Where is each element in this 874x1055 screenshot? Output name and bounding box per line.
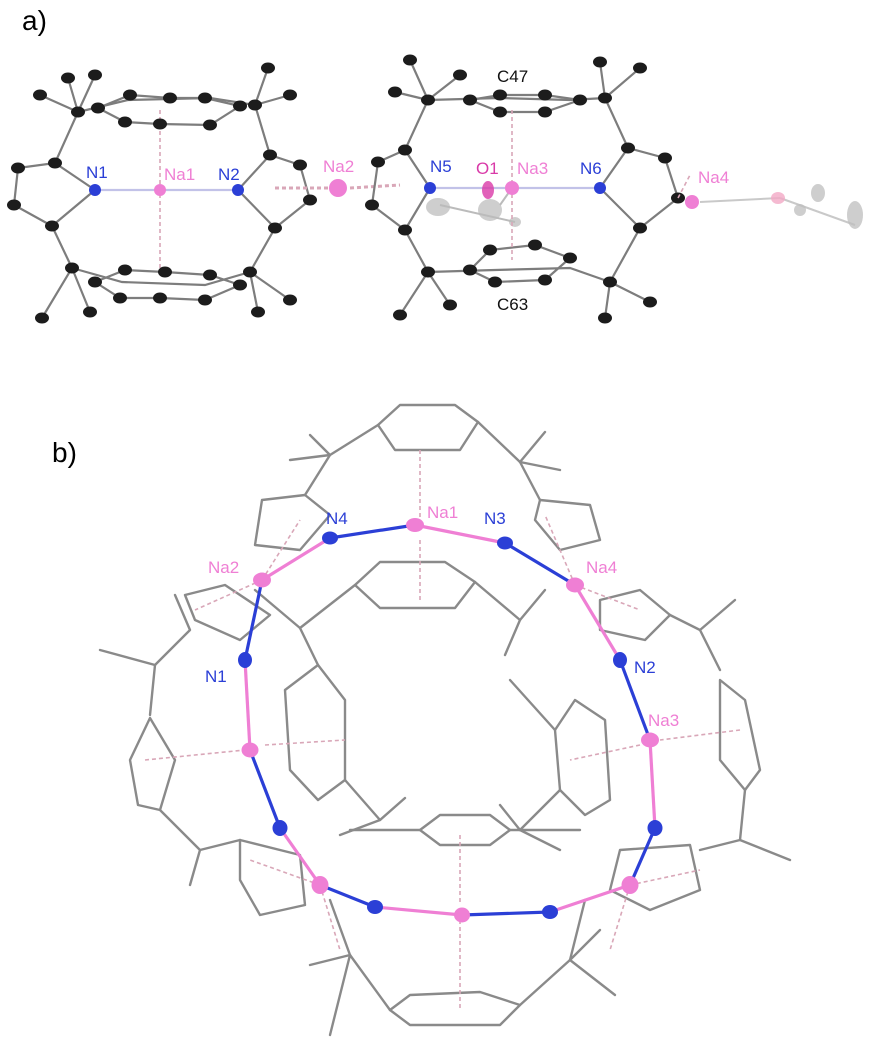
- panel-b-letter: b): [52, 437, 77, 468]
- panel-a: a): [7, 5, 863, 324]
- ligand-framework: [98, 403, 792, 1037]
- label-a-na2: Na2: [323, 157, 354, 176]
- label-b-n1: N1: [205, 667, 227, 686]
- label-b-n2: N2: [634, 658, 656, 677]
- disordered-solvent: [426, 187, 521, 227]
- label-a-n6: N6: [580, 159, 602, 178]
- label-b-n4: N4: [326, 509, 348, 528]
- label-b-na4: Na4: [586, 558, 617, 577]
- label-a-n1: N1: [86, 163, 108, 182]
- label-b-na3: Na3: [648, 711, 679, 730]
- panel-a-letter: a): [22, 5, 47, 36]
- chain-atoms: [238, 518, 663, 923]
- na2-bridge: [275, 179, 401, 197]
- label-a-na1: Na1: [164, 165, 195, 184]
- label-a-n2: N2: [218, 165, 240, 184]
- label-a-c63: C63: [497, 295, 528, 314]
- label-b-n3: N3: [484, 509, 506, 528]
- cation-pi-contacts: [144, 450, 741, 1010]
- label-a-n5: N5: [430, 157, 452, 176]
- label-a-na4: Na4: [698, 168, 729, 187]
- label-b-na2: Na2: [208, 558, 239, 577]
- label-a-o1: O1: [476, 159, 499, 178]
- na-n-chain: [243, 523, 657, 917]
- molecule-a-left: [7, 62, 317, 324]
- panel-b: b): [52, 403, 792, 1037]
- molecule-a-right: [365, 54, 863, 324]
- label-a-c47: C47: [497, 67, 528, 86]
- label-a-na3: Na3: [517, 159, 548, 178]
- label-b-na1: Na1: [427, 503, 458, 522]
